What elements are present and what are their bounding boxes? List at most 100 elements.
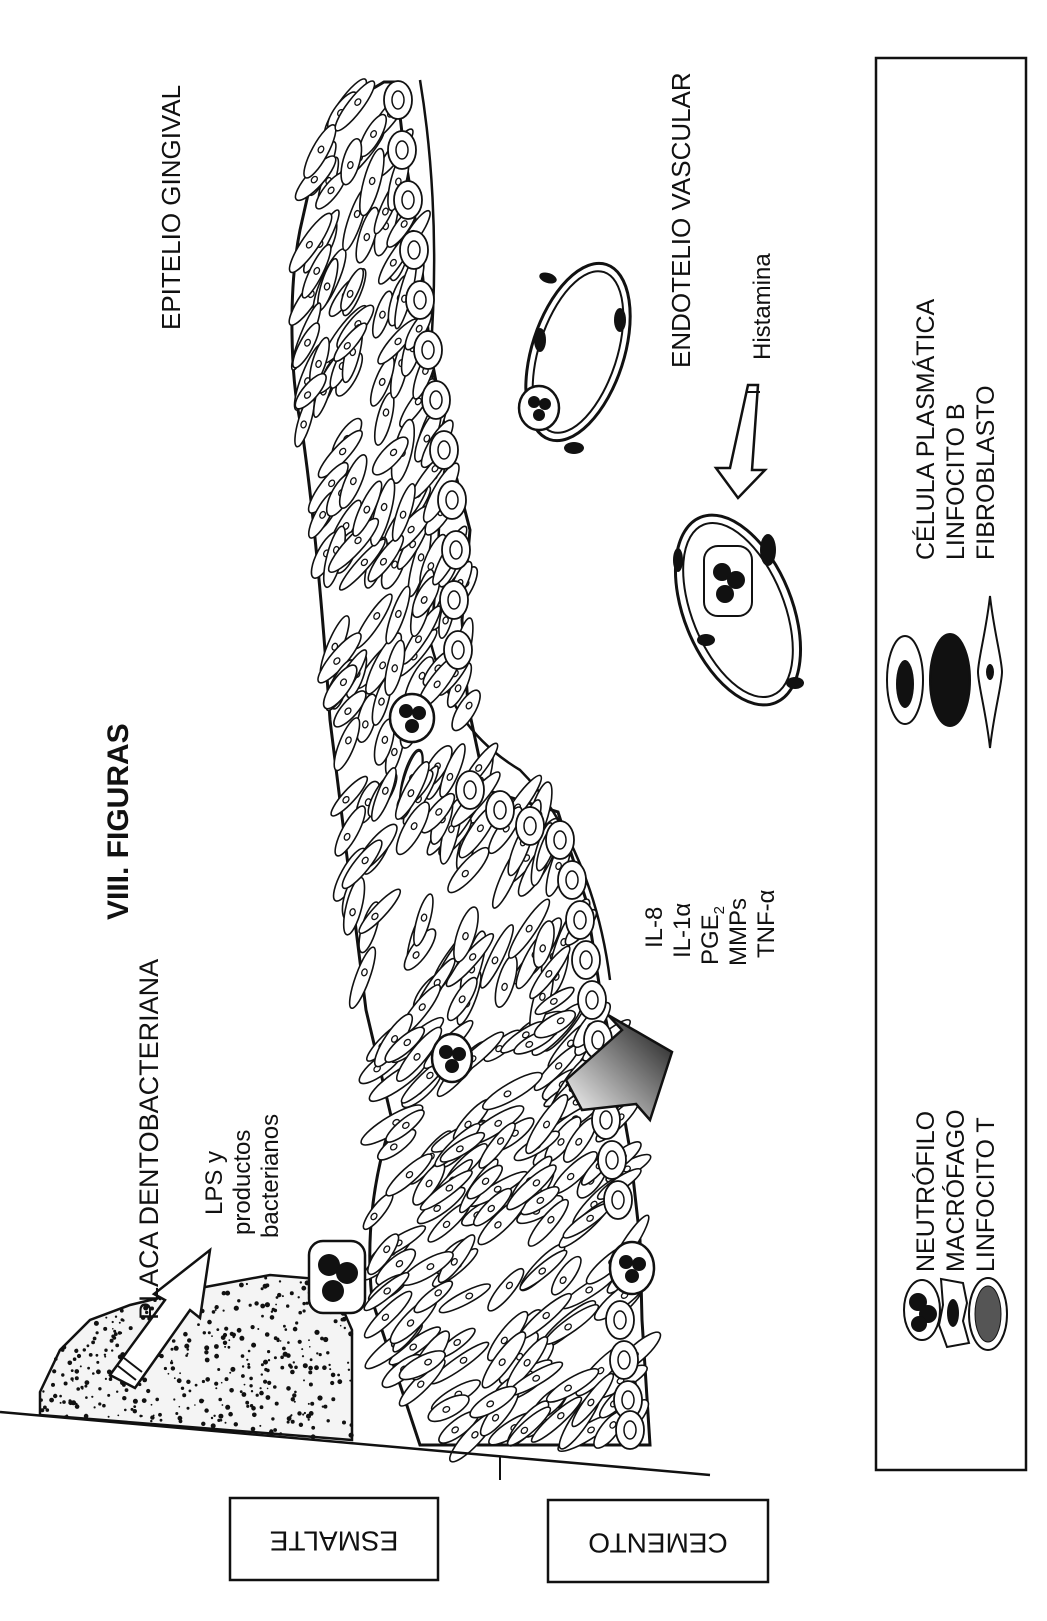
plaque-dot <box>271 1311 273 1313</box>
plaque-dot <box>225 1377 229 1381</box>
plaque-dot <box>179 1406 181 1408</box>
plaque-dot <box>160 1419 163 1422</box>
plaque-dot <box>286 1353 291 1358</box>
plaque-dot <box>216 1328 219 1331</box>
edge-cell <box>444 631 472 669</box>
plaque-dot <box>314 1365 319 1370</box>
plaque-dot <box>303 1309 306 1312</box>
plaque-dot <box>276 1296 279 1299</box>
plaque-dot <box>116 1391 118 1393</box>
plaque-dot <box>64 1382 68 1386</box>
plaque-dot <box>69 1399 72 1402</box>
t-lymphocyte-icon <box>969 1278 1007 1350</box>
plaque-dot <box>119 1322 121 1324</box>
plaque-dot <box>155 1398 159 1402</box>
plaque-dot <box>310 1358 313 1361</box>
plaque-dot <box>102 1404 106 1408</box>
edge-cell <box>400 231 428 269</box>
plaque-dot <box>249 1304 252 1307</box>
plaque-dot <box>341 1318 345 1322</box>
plaque-dot <box>70 1377 73 1380</box>
plaque-dot <box>268 1359 270 1361</box>
plaque-dot <box>168 1373 170 1375</box>
plaque-dot <box>182 1393 186 1397</box>
plaque-dot <box>267 1350 270 1353</box>
plaque-dot <box>237 1299 240 1302</box>
plaque-dot <box>265 1302 270 1307</box>
plaque-dot <box>150 1415 154 1419</box>
plaque-dot <box>51 1383 55 1387</box>
plaque-dot <box>197 1323 200 1326</box>
plaque-dot <box>280 1366 284 1370</box>
plaque-dot <box>61 1348 65 1352</box>
mediator-il1: IL-1α <box>669 903 696 958</box>
plaque-dot <box>105 1317 107 1319</box>
plaque-dot <box>207 1320 212 1325</box>
plaque-dot <box>61 1373 64 1376</box>
epitelio-label: EPITELIO GINGIVAL <box>156 85 186 330</box>
plaque-dot <box>291 1397 295 1401</box>
plaque-dot <box>133 1399 138 1404</box>
plaque-dot <box>213 1415 215 1417</box>
plaque-dot <box>329 1368 331 1370</box>
plaque-dot <box>172 1339 176 1343</box>
plaque-dot <box>175 1412 178 1415</box>
plaque-dot <box>124 1409 127 1412</box>
plaque-dot <box>261 1363 264 1366</box>
plaque-dot <box>275 1304 277 1306</box>
plaque-dot <box>93 1337 97 1341</box>
plaque-dot <box>274 1309 278 1313</box>
plaque-dot <box>187 1407 190 1410</box>
plaque-dot <box>131 1408 134 1411</box>
plaque-dot <box>301 1348 303 1350</box>
plaque-dot <box>309 1411 314 1416</box>
plaque-dot <box>212 1310 216 1314</box>
edge-cell <box>456 771 484 809</box>
plaque-dot <box>217 1368 220 1371</box>
plaque-dot <box>115 1344 119 1348</box>
plaque-dot <box>229 1372 231 1374</box>
plaque-dot <box>265 1332 270 1337</box>
plaque-dot <box>109 1377 113 1381</box>
edge-cell <box>598 1141 626 1179</box>
plaque-dot <box>287 1341 290 1344</box>
plaque-dot <box>317 1395 322 1400</box>
plaque-dot <box>203 1331 206 1334</box>
plaque-dot <box>251 1427 256 1432</box>
plaque-dot <box>239 1336 244 1341</box>
page-title: VIII. FIGURAS <box>102 723 135 920</box>
plaque-dot <box>164 1367 167 1370</box>
plaque-dot <box>118 1331 122 1335</box>
edge-cell <box>388 131 416 169</box>
plaque-dot <box>302 1413 304 1415</box>
plaque-dot <box>282 1347 286 1351</box>
plaque-dot <box>133 1405 136 1408</box>
plaque-dot <box>246 1283 248 1285</box>
plaque-dot <box>279 1280 281 1282</box>
plaque-dot <box>182 1388 184 1390</box>
plaque-dot <box>265 1283 269 1287</box>
plaque-dot <box>94 1406 96 1408</box>
plaque-dot <box>94 1321 99 1326</box>
plaque-dot <box>92 1372 95 1375</box>
plaque-dot <box>244 1384 246 1386</box>
plaque-dot <box>215 1309 217 1311</box>
edge-cell <box>558 861 586 899</box>
plaque-dot <box>291 1420 295 1424</box>
plaque-dot <box>286 1386 291 1391</box>
plaque-dot <box>215 1387 217 1389</box>
mediator-il8: IL-8 <box>641 907 668 948</box>
plaque-dot <box>331 1373 336 1378</box>
plaque-dot <box>224 1346 226 1348</box>
plaque-dot <box>264 1368 267 1371</box>
plaque-dot <box>228 1412 233 1417</box>
plaque-dot <box>260 1387 262 1389</box>
plaque-dot <box>293 1361 295 1363</box>
plaque-dot <box>241 1374 245 1378</box>
plaque-dot <box>53 1394 57 1398</box>
plaque-dot <box>323 1337 328 1342</box>
plaque-dot <box>184 1344 189 1349</box>
plaque-dot <box>294 1401 296 1403</box>
plaque-dot <box>112 1321 114 1323</box>
plaque-dot <box>228 1346 231 1349</box>
